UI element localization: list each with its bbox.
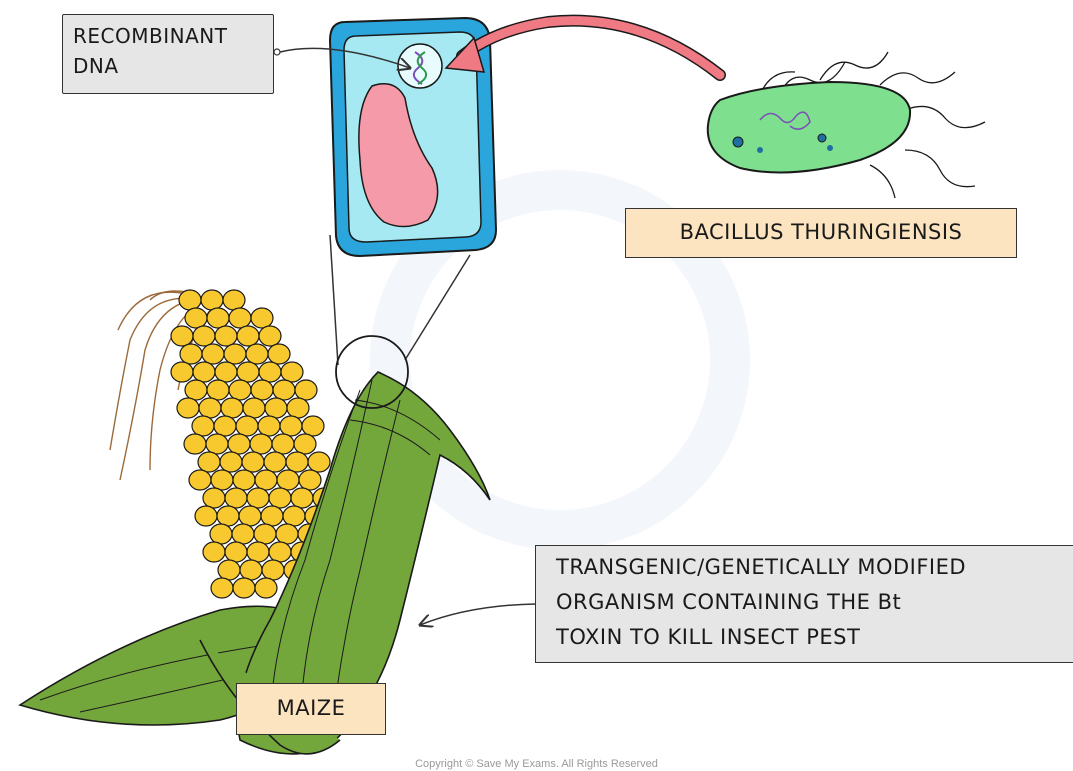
kernel [251,308,273,328]
kernel [240,560,262,580]
kernel [232,524,254,544]
recombinant-dna-line-2: DNA [73,51,273,81]
kernel [189,470,211,490]
kernel [273,380,295,400]
kernel [228,434,250,454]
kernel [254,524,276,544]
kernel [294,434,316,454]
bacterium-icon [708,52,985,198]
kernel [203,542,225,562]
kernel [215,326,237,346]
kernel [258,416,280,436]
kernel [259,362,281,382]
kernel [215,362,237,382]
kernel [198,452,220,472]
kernel [214,416,236,436]
kernel [287,398,309,418]
copyright-text: Copyright © Save My Exams. All Rights Re… [0,758,1073,770]
kernel [225,542,247,562]
kernel [201,290,223,310]
kernel [295,380,317,400]
kernel [199,398,221,418]
kernel [265,398,287,418]
kernel [291,488,313,508]
kernel [211,470,233,490]
kernel [239,506,261,526]
kernel [251,380,273,400]
kernel [184,434,206,454]
kernel [193,362,215,382]
kernel [223,290,245,310]
kernel [233,470,255,490]
kernel [206,434,228,454]
kernel [177,398,199,418]
recombinant-dna-line-1: RECOMBINANT [73,21,273,51]
kernel [217,506,239,526]
kernel [229,380,251,400]
kernel [269,488,291,508]
bacillus-label: BACILLUS THURINGIENSIS [625,208,1017,258]
kernel [237,362,259,382]
gmo-label: TRANSGENIC/GENETICALLY MODIFIED ORGANISM… [535,545,1073,663]
kernel [185,308,207,328]
gmo-line-3: TOXIN TO KILL INSECT PEST [556,620,1073,655]
kernel [210,524,232,544]
kernel [233,578,255,598]
kernel [193,326,215,346]
kernel [261,506,283,526]
kernel [207,380,229,400]
kernel [302,416,324,436]
kernel [268,344,290,364]
kernel [203,488,225,508]
kernel [202,344,224,364]
kernel [192,416,214,436]
kernel [299,470,321,490]
kernel [269,542,291,562]
kernel [207,308,229,328]
kernel [264,452,286,472]
kernel [195,506,217,526]
kernel [211,578,233,598]
kernel [246,344,268,364]
gmo-line-2: ORGANISM CONTAINING THE Bt [556,585,1073,620]
maize-label: MAIZE [236,683,386,735]
kernel [185,380,207,400]
kernel [221,398,243,418]
kernel [247,542,269,562]
pointer-gmo [420,601,542,625]
kernel [280,416,302,436]
kernel [220,452,242,472]
kernel [272,434,294,454]
kernel [229,308,251,328]
kernel [259,326,281,346]
kernel [179,290,201,310]
kernel [171,362,193,382]
kernel [286,452,308,472]
kernel [237,326,259,346]
gmo-line-1: TRANSGENIC/GENETICALLY MODIFIED [556,550,1073,585]
kernel [243,398,265,418]
kernel [308,452,330,472]
kernel [224,344,246,364]
kernel [180,344,202,364]
kernel [218,560,240,580]
kernel [255,470,277,490]
kernel [283,506,305,526]
kernel [277,470,299,490]
kernel [247,488,269,508]
kernel [250,434,272,454]
kernel [171,326,193,346]
kernel [242,452,264,472]
kernel [281,362,303,382]
kernel [236,416,258,436]
kernel [276,524,298,544]
recombinant-dna-label: RECOMBINANT DNA [62,14,274,94]
kernel [255,578,277,598]
kernel [225,488,247,508]
kernel [262,560,284,580]
